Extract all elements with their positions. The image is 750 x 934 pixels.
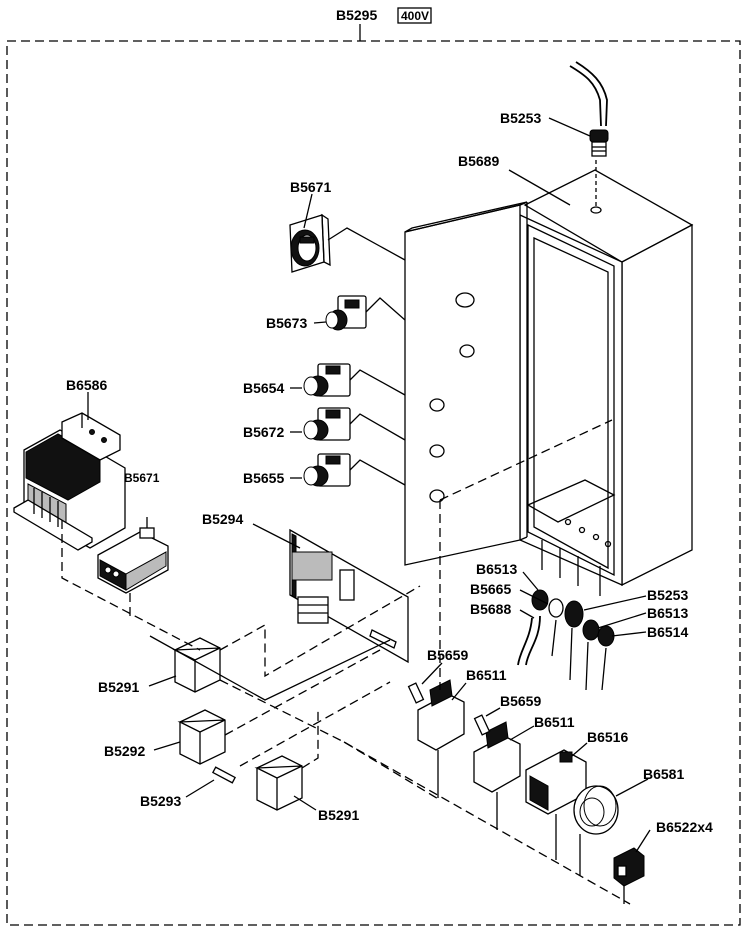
terminal-b6522: [613, 847, 645, 887]
enclosure-cabinet: [519, 169, 694, 596]
label-b6513-a: B6513: [476, 561, 517, 577]
meter-b6581: [573, 785, 619, 835]
assembly-code: B5295: [336, 7, 377, 23]
label-b6514: B6514: [647, 624, 688, 640]
label-b6522: B6522x4: [656, 819, 713, 835]
label-b5292: B5292: [104, 743, 145, 759]
label-b5659-a: B5659: [427, 647, 468, 663]
label-b5293: B5293: [140, 793, 181, 809]
label-b5253-right: B5253: [647, 587, 688, 603]
label-b6586: B6586: [66, 377, 107, 393]
label-b6513-b: B6513: [647, 605, 688, 621]
label-b5671-top: B5671: [290, 179, 331, 195]
fuse-holder-a: [407, 679, 465, 751]
label-b6511-a: B6511: [466, 667, 507, 683]
relay-b5291-a: [172, 637, 221, 693]
indicator-lamp-b5654: [303, 363, 351, 397]
push-button-b5673: [325, 295, 367, 331]
label-b5659-b: B5659: [500, 693, 541, 709]
relay-b5292: [177, 709, 226, 765]
label-b6511-b: B6511: [534, 714, 575, 730]
indicator-lamp-b5655: [303, 453, 351, 487]
assembly-boundary: [6, 40, 741, 926]
transformer: [13, 412, 126, 551]
label-b5291-a: B5291: [98, 679, 139, 695]
voltage-badge: 400V: [401, 9, 429, 23]
label-b5654: B5654: [243, 380, 284, 396]
label-b5291-b: B5291: [318, 807, 359, 823]
cable-gland-top: [589, 129, 609, 157]
control-board: [289, 528, 409, 664]
breaker-b6516: [525, 749, 587, 815]
fuse-b5293: [212, 766, 236, 784]
label-b6516: B6516: [587, 729, 628, 745]
indicator-lamp-b5672: [303, 407, 351, 441]
label-b5673: B5673: [266, 315, 307, 331]
label-b5655: B5655: [243, 470, 284, 486]
fuse-holder-b: [473, 714, 521, 793]
label-b6581: B6581: [643, 766, 684, 782]
label-b5671-mid: B5671: [124, 471, 160, 485]
label-b5672: B5672: [243, 424, 284, 440]
label-b5665: B5665: [470, 581, 511, 597]
assembly-lines: [61, 419, 631, 905]
voltage-badge-frame: [397, 7, 432, 24]
label-b5689: B5689: [458, 153, 499, 169]
label-b5253-top: B5253: [500, 110, 541, 126]
gland-set: [517, 589, 615, 691]
relay-b5291-b: [254, 755, 303, 811]
label-b5688: B5688: [470, 601, 511, 617]
label-leaders: [87, 117, 651, 853]
label-b5294: B5294: [202, 511, 243, 527]
enclosure-door: [404, 201, 528, 566]
contactor: [97, 517, 169, 594]
main-switch: [289, 213, 331, 273]
